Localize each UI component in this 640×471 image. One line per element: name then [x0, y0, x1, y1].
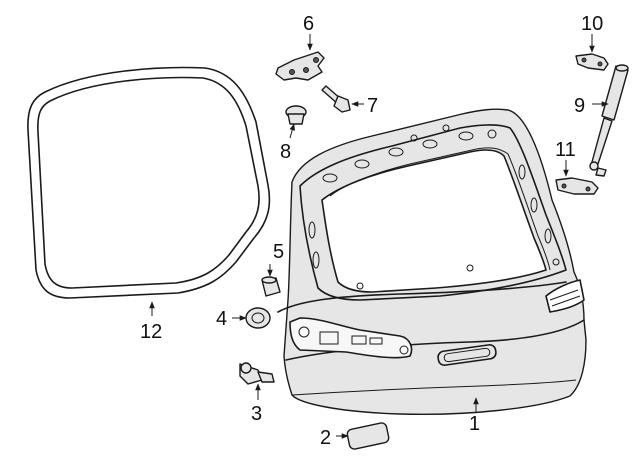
ball-stud-part [239, 362, 275, 385]
lift-support-strut-part [589, 64, 629, 171]
callout-labels: 1 2 3 4 5 6 7 8 9 10 11 12 [140, 13, 603, 449]
callout-12: 12 [140, 321, 162, 343]
callout-3: 3 [251, 403, 262, 425]
lower-bracket-part [555, 167, 607, 195]
bolt-part [321, 85, 351, 113]
callout-4: 4 [216, 308, 227, 330]
leader-lines [149, 34, 609, 439]
callout-7: 7 [367, 95, 378, 117]
bumper-part [261, 276, 281, 297]
callout-10: 10 [581, 13, 603, 35]
callout-2: 2 [320, 427, 331, 449]
weatherstrip-seal-part [27, 66, 271, 299]
upper-bracket-part [575, 53, 609, 71]
hinge-part [275, 51, 325, 81]
callout-6: 6 [303, 13, 314, 35]
bumper-stop-part [285, 105, 307, 125]
callout-8: 8 [280, 141, 291, 163]
switch-part [346, 422, 390, 450]
callout-9: 9 [574, 95, 585, 117]
liftgate-part [277, 108, 587, 415]
callout-1: 1 [469, 413, 480, 435]
callout-11: 11 [555, 139, 576, 161]
grommet-part [245, 307, 271, 329]
callout-5: 5 [273, 241, 284, 263]
